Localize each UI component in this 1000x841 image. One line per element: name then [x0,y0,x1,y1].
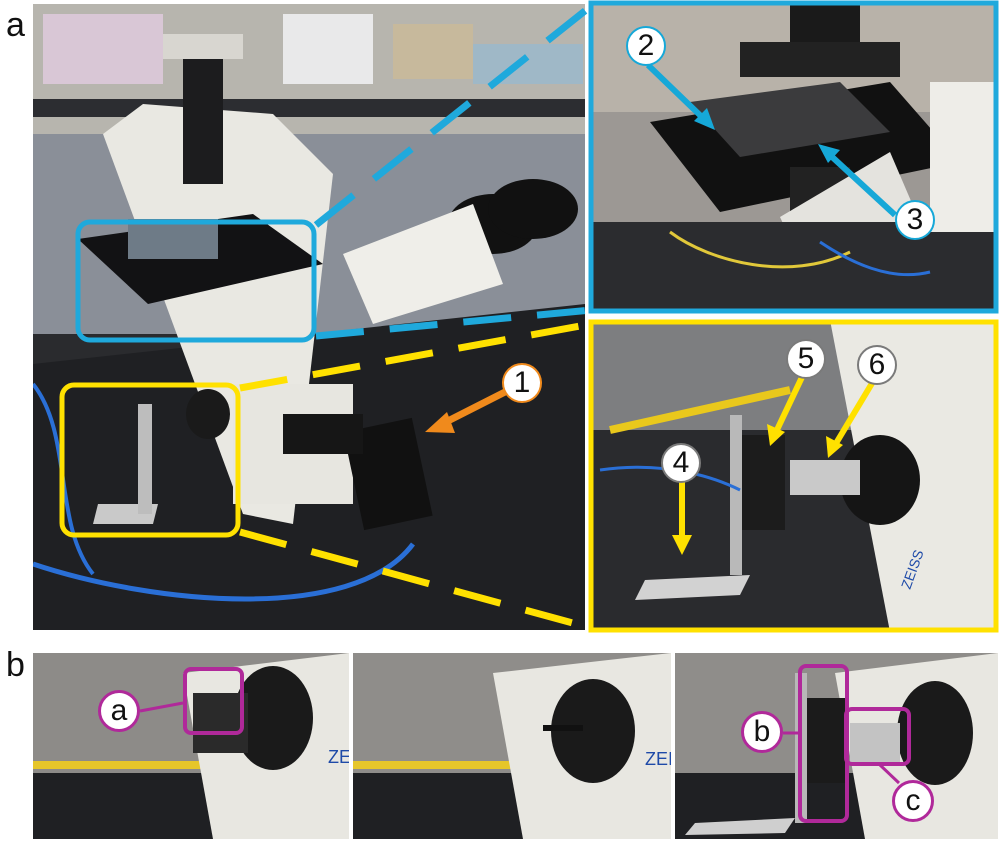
callout-sub-a: a [98,690,140,732]
callout-1: 1 [502,363,542,403]
panel-b-photo-2: ZEI [353,653,671,839]
panel-b-photo-1: ZEI [33,653,349,839]
callout-6: 6 [857,345,897,385]
callout-5: 5 [786,339,826,379]
zeiss-logo-text-1: ZEI [328,747,349,767]
callout-3: 3 [895,200,935,240]
panel-b-photo-3 [675,653,998,839]
zeiss-logo-text-2: ZEI [645,749,671,769]
callout-sub-c: c [892,780,934,822]
panel-label-b: b [6,646,25,684]
callout-4: 4 [661,443,701,483]
panel-label-a: a [6,6,25,44]
callout-sub-b: b [741,711,783,753]
main-microscope-photo [33,4,585,630]
callout-2: 2 [626,26,666,66]
